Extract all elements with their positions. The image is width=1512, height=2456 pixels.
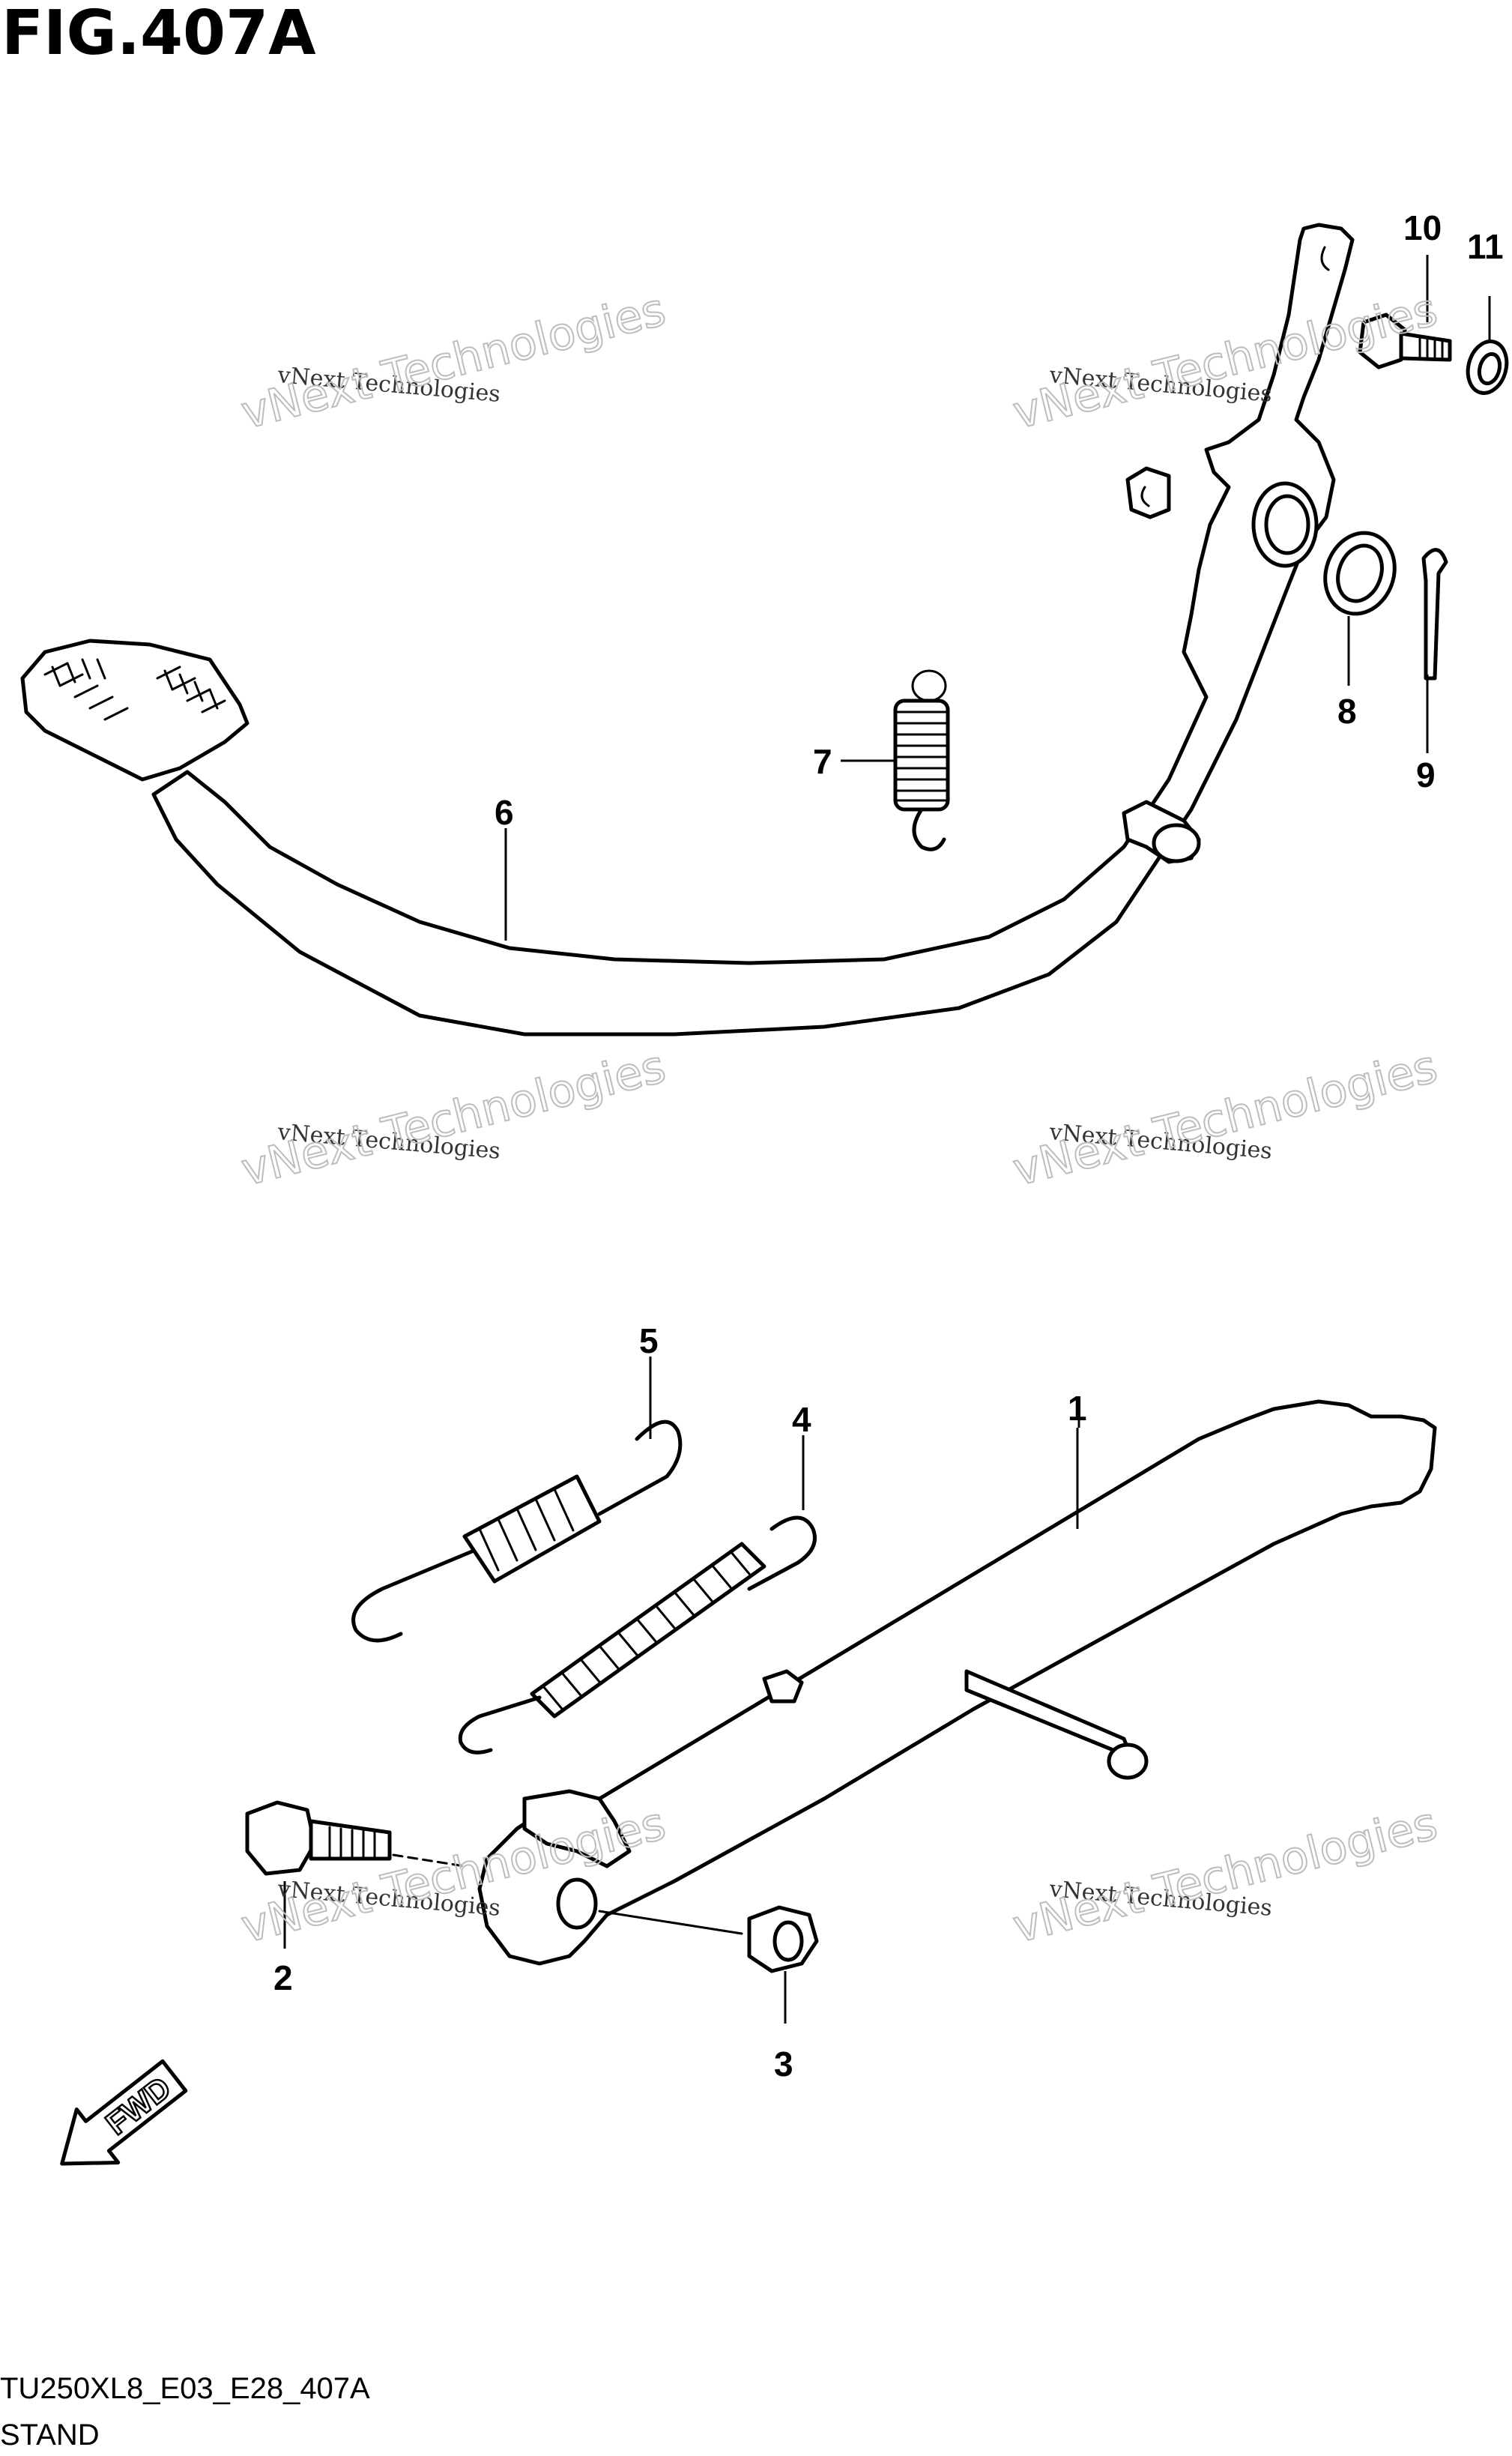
callout-10: 10 xyxy=(1403,208,1442,247)
callout-2: 2 xyxy=(273,1958,293,1997)
footer-figure-code: TU250XL8_E03_E28_407A xyxy=(0,2372,370,2405)
figure-title: FIG.407A xyxy=(1,0,316,69)
watermark: vNext Technologies vNext Technologies xyxy=(235,1040,671,1197)
leader-lines xyxy=(283,255,1491,2024)
svg-text:vNext Technologies: vNext Technologies xyxy=(236,283,671,439)
pedal-return-spring xyxy=(893,669,950,851)
callout-8: 8 xyxy=(1337,692,1357,731)
watermark: vNext Technologies vNext Technologies xyxy=(1007,1796,1443,1954)
callout-4: 4 xyxy=(792,1400,811,1439)
pivot-bolt-part-2 xyxy=(245,1800,466,1876)
callout-5: 5 xyxy=(639,1321,659,1360)
side-stand xyxy=(477,1399,1437,1966)
stand-spring-short xyxy=(351,1419,683,1643)
callout-1: 1 xyxy=(1068,1389,1087,1428)
callout-11: 11 xyxy=(1467,227,1504,266)
svg-text:vNext Technologies: vNext Technologies xyxy=(1008,1040,1442,1196)
brake-pedal xyxy=(20,223,1355,1037)
cotter-pin-part-9 xyxy=(1421,548,1448,681)
nut-part-11 xyxy=(1466,340,1509,395)
watermark: vNext Technologies vNext Technologies xyxy=(1007,1040,1443,1197)
nut-part-3 xyxy=(598,1905,819,1973)
svg-text:vNext Technologies: vNext Technologies xyxy=(1008,1797,1442,1953)
forward-arrow-icon: FWD xyxy=(60,2059,188,2166)
callout-numbers: 1 2 3 4 5 6 7 8 9 10 11 xyxy=(273,208,1504,2084)
bolt-part-10 xyxy=(1358,313,1452,369)
washer-part-8 xyxy=(1323,531,1397,616)
watermark: vNext Technologies vNext Technologies xyxy=(235,283,671,440)
footer-section-name: STAND xyxy=(0,2419,100,2452)
svg-text:vNext Technologies: vNext Technologies xyxy=(236,1040,671,1196)
callout-9: 9 xyxy=(1416,755,1436,794)
callout-6: 6 xyxy=(495,793,514,832)
callout-3: 3 xyxy=(774,2045,793,2084)
callout-7: 7 xyxy=(813,742,832,781)
stand-spring-long xyxy=(458,1515,817,1754)
